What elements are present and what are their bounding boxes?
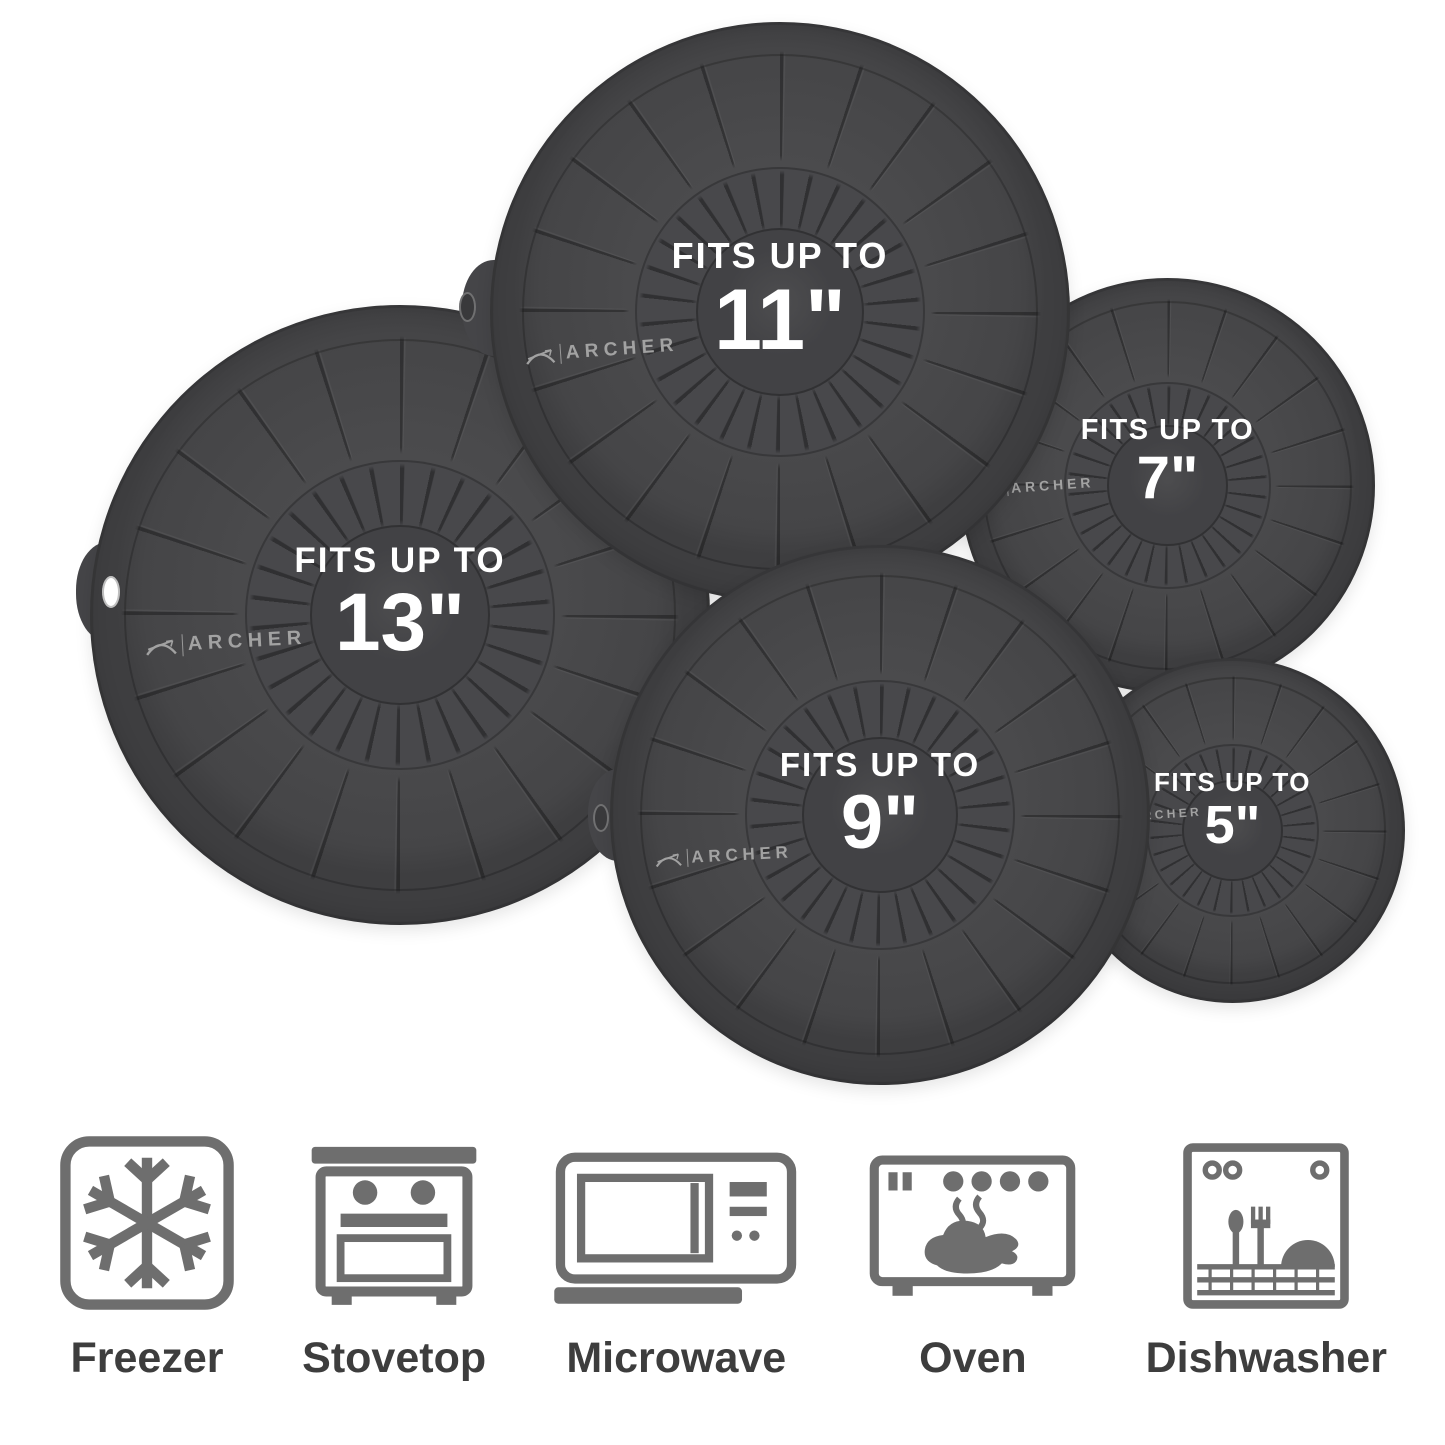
bow-arrow-icon bbox=[655, 853, 682, 867]
logo-divider bbox=[181, 633, 185, 656]
size-text: 7" bbox=[1136, 443, 1199, 511]
logo-divider bbox=[559, 343, 563, 365]
feature-oven: Oven bbox=[866, 1120, 1079, 1383]
archer-logo: Archer bbox=[523, 335, 679, 368]
compatibility-row: Freezer Stovetop bbox=[0, 1120, 1445, 1383]
archer-logo: Archer bbox=[144, 627, 308, 658]
freezer-icon bbox=[58, 1120, 236, 1312]
lid-hub-center bbox=[801, 736, 959, 894]
feature-label: Microwave bbox=[566, 1334, 787, 1382]
lid-hub-center bbox=[1107, 425, 1228, 546]
size-callout: FITS UP TO 9" bbox=[780, 746, 980, 862]
hang-hole bbox=[102, 576, 120, 608]
size-text: 11" bbox=[714, 272, 846, 369]
lid-hub-center bbox=[310, 525, 490, 705]
feature-label: Stovetop bbox=[302, 1334, 487, 1382]
feature-stovetop: Stovetop bbox=[302, 1120, 486, 1383]
feature-dishwasher: Dishwasher bbox=[1146, 1120, 1387, 1383]
feature-microwave: Microwave bbox=[552, 1120, 800, 1383]
feature-freezer: Freezer bbox=[58, 1120, 236, 1383]
lid-hub-center bbox=[1182, 780, 1283, 881]
feature-label: Dishwasher bbox=[1145, 1334, 1387, 1382]
feature-label: Oven bbox=[919, 1334, 1027, 1382]
size-text: 5" bbox=[1204, 794, 1261, 855]
fits-up-to-text: FITS UP TO bbox=[1153, 766, 1312, 797]
bow-arrow-icon bbox=[526, 348, 556, 365]
microwave-icon bbox=[552, 1120, 800, 1312]
size-text: 13" bbox=[334, 576, 466, 668]
dishwasher-icon bbox=[1180, 1120, 1352, 1312]
fits-up-to-text: FITS UP TO bbox=[779, 746, 981, 784]
fits-up-to-text: FITS UP TO bbox=[1080, 413, 1255, 446]
fits-up-to-text: FITS UP TO bbox=[294, 540, 506, 580]
size-callout: FITS UP TO 13" bbox=[294, 541, 505, 665]
size-callout: FITS UP TO 7" bbox=[1081, 414, 1254, 508]
feature-label: Freezer bbox=[70, 1334, 224, 1382]
size-callout: FITS UP TO 11" bbox=[672, 236, 889, 366]
bow-arrow-icon bbox=[146, 639, 177, 656]
size-text: 9" bbox=[840, 780, 920, 866]
hang-hole bbox=[593, 804, 609, 832]
stovetop-icon bbox=[305, 1120, 483, 1312]
lid-hub-center bbox=[695, 227, 865, 397]
archer-logo: Archer bbox=[654, 842, 794, 869]
oven-icon bbox=[866, 1120, 1079, 1312]
lid-9-inch: Archer FITS UP TO 9" bbox=[588, 545, 1150, 1085]
fits-up-to-text: FITS UP TO bbox=[671, 235, 889, 277]
lid-11-inch: Archer FITS UP TO 11" bbox=[459, 22, 1070, 602]
logo-divider bbox=[686, 848, 689, 868]
size-callout: FITS UP TO 5" bbox=[1154, 767, 1311, 853]
hang-hole bbox=[459, 292, 476, 322]
